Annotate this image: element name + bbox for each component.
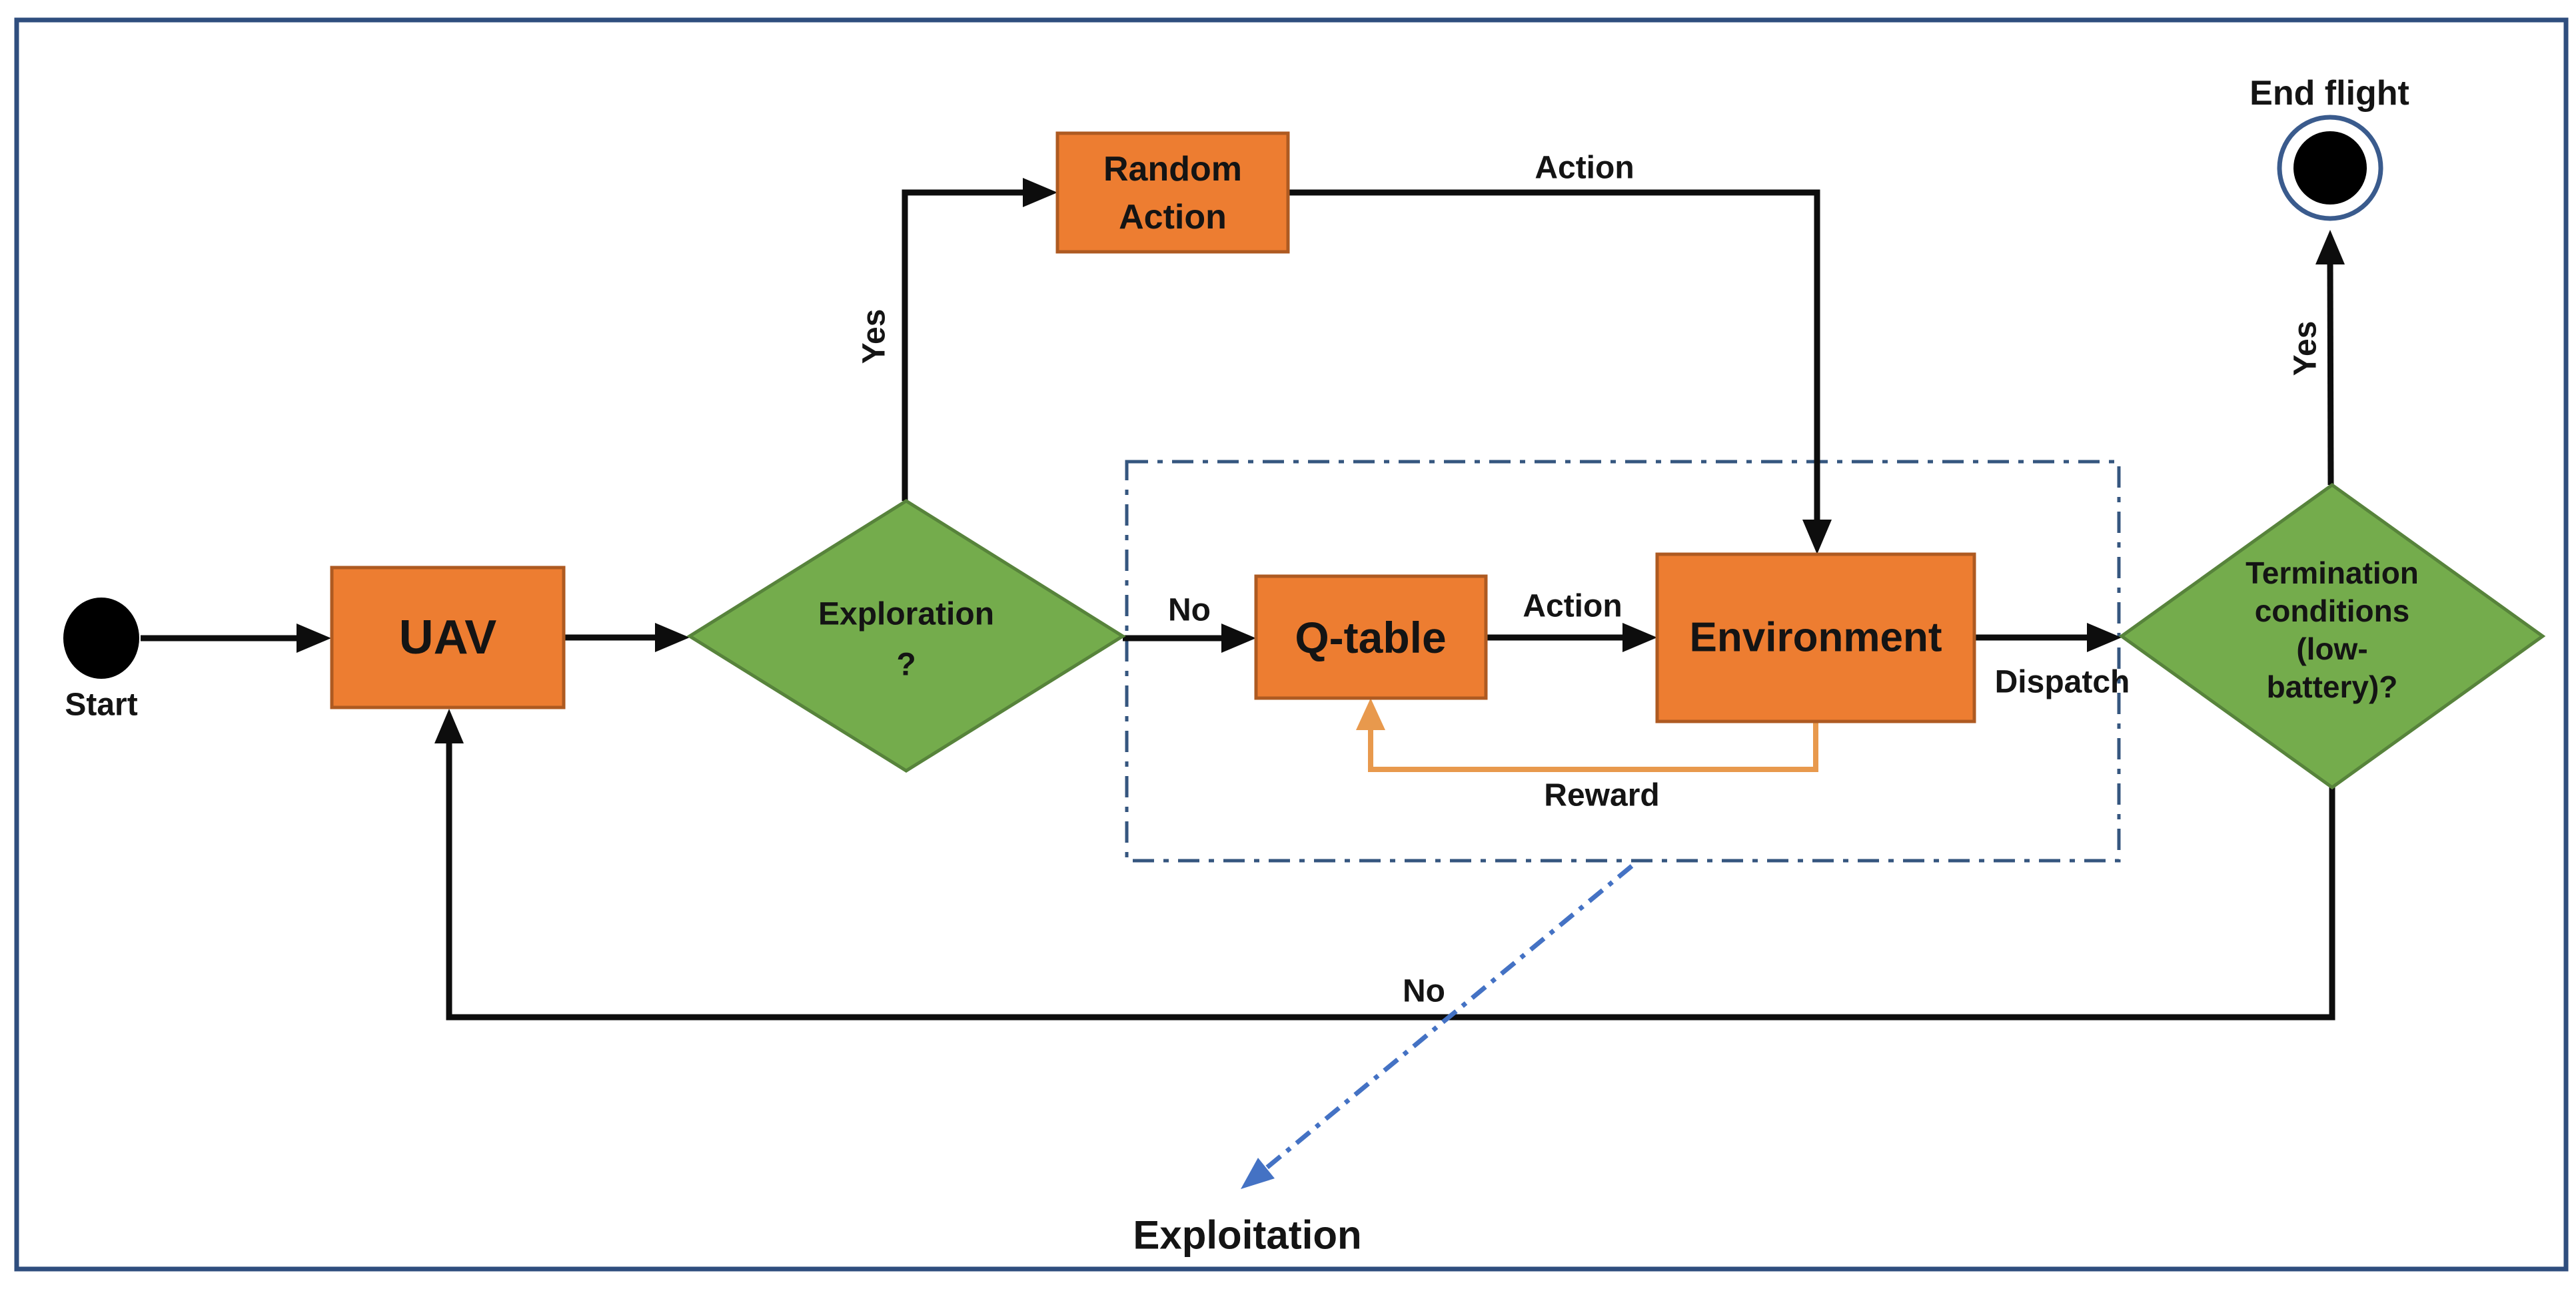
termination-label-line1: Termination [2246,556,2419,590]
q-table-node [1254,574,1488,700]
label-exploration-no: No [1168,593,1211,628]
arrowhead-environment-to-termination [2087,623,2122,652]
start-terminator [63,598,139,679]
exploration-label-line1: Exploration [818,597,994,632]
environment-node [1655,552,1976,723]
random-action-label-line2: Action [1119,198,1227,236]
arrowhead-reward-feedback [1356,698,1385,730]
label-reward: Reward [1544,778,1659,813]
arrowhead-exploitation-annotation [1241,1158,1275,1189]
random-action-label-line1: Random [1103,150,1242,189]
termination-label-line3: (low- [2296,632,2367,666]
label-exploration-yes: Yes [857,309,892,364]
edge-exploration-yes-to-random [902,189,1026,501]
label-exploitation: Exploitation [1133,1213,1361,1258]
label-action-mid: Action [1523,589,1622,624]
arrowhead-random-to-environment [1802,520,1832,554]
end-flight-label: End flight [2250,74,2409,113]
label-termination-yes: Yes [2288,321,2323,376]
arrowhead-termination-to-uav [434,709,464,743]
environment-label: Environment [1690,615,1942,661]
uav-label: UAV [399,611,497,664]
q-table-label: Q-table [1295,613,1446,662]
termination-label-line4: battery)? [2267,669,2398,704]
edge-exploitation-annotation [1265,864,1634,1170]
start-label: Start [65,687,137,723]
random-action-node [1055,131,1290,254]
termination-label-line2: conditions [2255,594,2410,628]
exploration-decision-node [686,499,1126,773]
label-termination-no: No [1403,974,1445,1009]
arrowhead-termination-to-end [2315,230,2345,264]
termination-decision-node [2118,482,2546,790]
arrowhead-start-to-uav [297,624,331,653]
arrowhead-uav-to-exploration [655,623,690,652]
uav-node [330,566,566,709]
arrowhead-exploration-to-random [1023,178,1057,207]
outer-frame [14,17,2569,1272]
nodes: Start UAV Exploration ? Random Action Q-… [63,74,2546,790]
edge-reward-feedback [1368,721,1818,772]
edge-random-to-environment [1288,189,1820,523]
edge-labels: No Yes Action Action Dispatch Reward Yes… [857,151,2323,1258]
exploitation-region-box [1125,460,2121,863]
end-terminator-dot [2293,131,2367,205]
arrowhead-exploration-to-qtable [1221,624,1256,653]
edge-termination-no-to-uav [446,741,2335,1021]
edges [141,178,2345,1189]
edge-termination-yes-to-end [2327,261,2334,486]
exploration-label-line2: ? [896,647,916,683]
arrowhead-qtable-to-environment [1622,623,1657,652]
label-dispatch: Dispatch [1995,665,2130,700]
label-action-top: Action [1535,151,1634,186]
